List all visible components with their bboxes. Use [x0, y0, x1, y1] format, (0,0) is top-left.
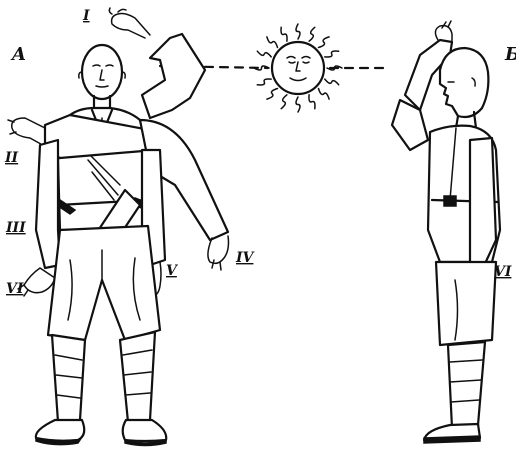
sun-ray: [309, 95, 315, 109]
sun-ray: [325, 79, 339, 85]
sun-ray: [309, 27, 315, 41]
position-label-2: II: [4, 150, 19, 166]
position-label-6a: VI: [6, 281, 24, 297]
position-label-4: IV: [235, 250, 256, 266]
sun-ray: [296, 24, 300, 39]
sun-ray: [319, 89, 330, 100]
figure-b-side: [392, 21, 500, 443]
sun-ray: [257, 51, 271, 57]
sun-ray: [267, 89, 278, 100]
position-label-3: III: [5, 220, 26, 236]
sun-ray: [281, 27, 287, 41]
panel-label-b: Б: [504, 44, 516, 65]
sun-ray: [257, 79, 271, 85]
sun-ray: [325, 51, 339, 57]
position-label-6b: VI: [494, 264, 512, 280]
sun-ray: [267, 37, 278, 48]
position-label-5: V: [166, 263, 179, 279]
panel-label-a: A: [10, 44, 26, 65]
sun-ray: [296, 97, 300, 112]
sun-ray: [281, 95, 287, 109]
figure-a-front: [8, 8, 229, 446]
position-label-1: I: [82, 8, 90, 24]
sun-ray: [319, 37, 330, 48]
